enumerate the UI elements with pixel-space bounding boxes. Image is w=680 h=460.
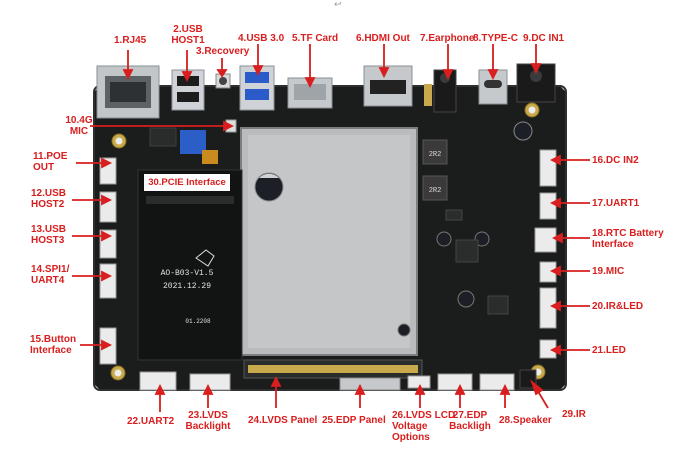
label-rtc-battery: 18.RTC Battery Interface <box>592 228 664 250</box>
label-edp-backlight: 27.EDP Backligh <box>449 410 491 432</box>
top-arrow-glyph: ↩ <box>334 0 342 10</box>
inductor-b <box>422 175 448 201</box>
dc-in2-connector <box>539 149 557 187</box>
label-pcie-interface: 30.PCIE Interface <box>143 173 231 192</box>
module-date-text: 2021.12.29 <box>163 282 211 291</box>
label-earphone: 7.Earphone <box>420 33 475 44</box>
module-code-text: 01.2208 <box>185 318 211 325</box>
label-type-c: 8.TYPE-C <box>473 33 519 44</box>
label-poe-out: 11.POE OUT <box>33 151 68 173</box>
electrolytic-cap <box>254 172 284 202</box>
svg-text:2R2: 2R2 <box>429 187 442 195</box>
spi-uart4-connector <box>99 263 117 299</box>
label-recovery: 3.Recovery <box>196 46 250 57</box>
edp-backlight-connector <box>437 373 473 391</box>
speaker-connector <box>479 373 515 391</box>
inductor-a <box>422 139 448 165</box>
tantalum-cap <box>202 150 218 164</box>
uart2-connector <box>139 371 177 391</box>
label-ir-led: 20.IR&LED <box>592 301 644 312</box>
lvds-backlight-connector <box>189 373 231 391</box>
pmic-chip <box>455 239 479 263</box>
edp-panel-connector <box>339 377 401 391</box>
module-model-text: AO-B03-V1.5 <box>161 269 214 278</box>
label-ir: 29.IR <box>562 409 586 420</box>
label-dc-in2: 16.DC IN2 <box>592 155 639 166</box>
label-spi-uart4: 14.SPI1/ UART4 <box>31 264 70 286</box>
label-button-interface: 15.Button Interface <box>30 334 77 356</box>
uart1-connector <box>539 192 557 220</box>
label-usb-host1: 2.USB HOST1 <box>171 24 205 46</box>
label-lvds-panel: 24.LVDS Panel <box>248 415 318 426</box>
label-edp-panel: 25.EDP Panel <box>322 415 386 426</box>
usb-hub-chip <box>180 130 206 154</box>
label-hdmi-out: 6.HDMI Out <box>356 33 410 44</box>
label-usb-host3: 13.USB HOST3 <box>31 224 67 246</box>
label-uart1: 17.UART1 <box>592 198 640 209</box>
label-tf-card: 5.TF Card <box>292 33 339 44</box>
label-rj45: 1.RJ45 <box>114 35 147 46</box>
label-usb3: 4.USB 3.0 <box>238 33 285 44</box>
ir-led-connector <box>539 287 557 329</box>
label-uart2: 22.UART2 <box>127 416 175 427</box>
label-usb-host2: 12.USB HOST2 <box>31 188 67 210</box>
label-lvds-backlight: 23.LVDS Backlight <box>185 410 231 432</box>
annotation-arrows <box>72 44 590 412</box>
label-4g-mic: 10.4G MIC <box>65 115 93 137</box>
label-mic: 19.MIC <box>592 266 625 277</box>
lvds-pins <box>248 365 418 373</box>
svg-text:2R2: 2R2 <box>429 151 442 159</box>
label-lvds-lcd-voltage: 26.LVDS LCD Voltage Options <box>392 410 456 443</box>
rtc-battery-connector <box>534 227 557 253</box>
label-led: 21.LED <box>592 345 626 356</box>
label-dc-in1: 9.DC IN1 <box>523 33 565 44</box>
label-speaker: 28.Speaker <box>499 415 552 426</box>
